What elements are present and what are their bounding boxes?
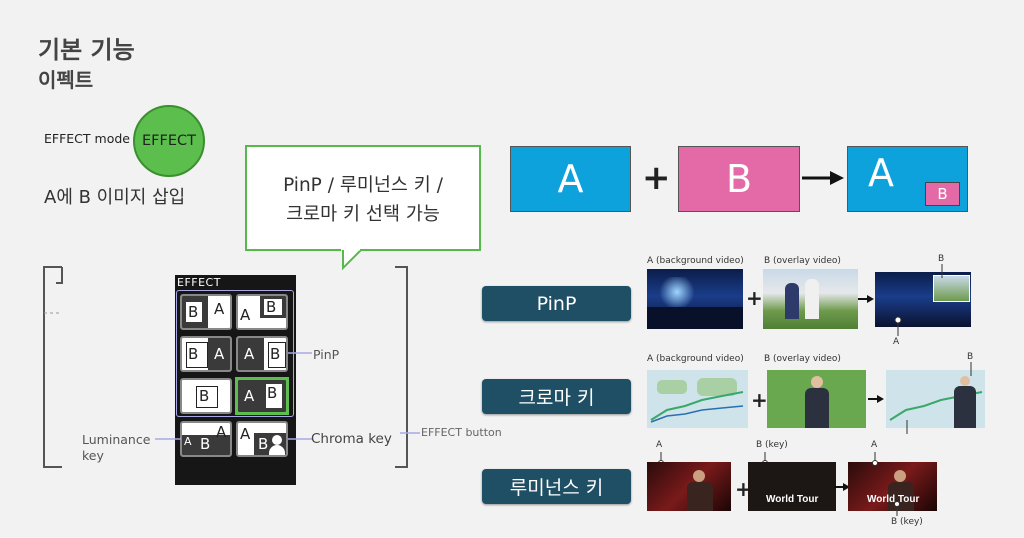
row-label-pinp-text: PinP — [536, 292, 577, 315]
top-box-b: B — [678, 146, 800, 212]
luminance-leader-line — [155, 438, 181, 440]
chroma-caption-a: A (background video) — [647, 354, 744, 364]
chroma-result-a-pointer — [906, 420, 908, 434]
tile-letter: A — [244, 387, 255, 405]
row-label-luminance: 루미넌스 키 — [482, 469, 631, 504]
luminance-key-text: World Tour — [766, 494, 819, 505]
arrow-right-icon — [802, 171, 844, 185]
effect-button-annotation: EFFECT button — [421, 426, 502, 439]
effect-tile-chroma[interactable]: A B — [236, 421, 288, 457]
effect-tile-pinp-2[interactable]: A B — [236, 294, 288, 330]
pinp-caption-b: B (overlay video) — [764, 256, 841, 266]
luminance-background-image — [647, 462, 731, 511]
effect-mode-circle-text: EFFECT — [142, 133, 196, 149]
effect-mode-label: EFFECT mode — [44, 131, 130, 146]
effect-button-leader-line — [400, 432, 420, 434]
pinp-annotation: PinP — [313, 347, 340, 362]
effect-tile-pinp-1[interactable]: B A — [180, 294, 232, 330]
tile-letter: A — [184, 435, 192, 448]
chroma-overlay-greenscreen-image — [767, 370, 866, 428]
luminance-key-annotation: Luminance key — [82, 432, 150, 464]
chroma-caption-b: B (overlay video) — [764, 354, 841, 364]
luminance-key-image: World Tour — [748, 462, 836, 511]
luminance-result-b-label: B (key) — [891, 517, 923, 527]
tile-letter: B — [199, 387, 210, 405]
callout-box: PinP / 루미넌스 키 / 크로마 키 선택 가능 — [245, 145, 481, 251]
effect-mode-circle: EFFECT — [133, 105, 205, 177]
pinp-background-video-image — [647, 269, 743, 329]
row-label-chroma-text: 크로마 키 — [518, 387, 595, 409]
luminance-annotation-line2: key — [82, 448, 104, 463]
pinp-plus: + — [746, 286, 763, 310]
top-box-a: A — [510, 146, 631, 212]
row-label-chroma: 크로마 키 — [482, 379, 631, 414]
right-bracket — [395, 266, 408, 468]
page-title: 기본 기능 — [38, 36, 135, 64]
luminance-result-text: World Tour — [867, 494, 920, 505]
top-result-a-label: A — [868, 151, 894, 195]
tile-letter: A — [216, 423, 227, 441]
tile-letter: B — [258, 435, 269, 453]
top-result-b-label: B — [937, 185, 948, 203]
chroma-result-image — [886, 370, 985, 428]
chroma-plus: + — [751, 388, 768, 412]
luminance-result-b-pointer — [894, 501, 900, 516]
pinp-overlay-video-image — [763, 269, 858, 329]
tile-letter: B — [188, 303, 199, 321]
tile-letter: B — [200, 435, 211, 453]
tile-letter: A — [240, 306, 251, 324]
row-label-luminance-text: 루미넌스 키 — [509, 477, 604, 499]
page-subtitle: 이펙트 — [38, 68, 94, 92]
left-bracket — [43, 266, 63, 468]
tile-letter: B — [267, 384, 278, 402]
luminance-plus: + — [735, 477, 752, 501]
effect-screen-title: EFFECT — [177, 276, 221, 289]
effect-tile-pinp-3[interactable]: B A — [180, 336, 232, 372]
callout-line-1: PinP / 루미넌스 키 / — [283, 175, 443, 196]
top-plus: + — [642, 158, 671, 198]
pinp-result-a-pointer — [894, 316, 902, 336]
chroma-background-map-image — [647, 370, 748, 428]
tile-letter: A — [214, 345, 225, 363]
luminance-caption-b: B (key) — [756, 440, 788, 450]
chroma-leader-line — [288, 438, 312, 440]
top-box-a-label: A — [557, 157, 584, 201]
callout-line-2: 크로마 키 선택 가능 — [286, 204, 440, 225]
tile-letter: A — [214, 300, 225, 318]
tile-letter: A — [240, 425, 251, 443]
row-label-pinp: PinP — [482, 286, 631, 321]
pinp-arrow-icon — [858, 295, 874, 303]
luminance-result-image: World Tour — [848, 462, 937, 511]
tile-letter: B — [270, 345, 281, 363]
selected-tile-highlight — [235, 377, 289, 415]
luminance-result-a-label: A — [871, 440, 878, 450]
pinp-leader-line — [288, 352, 312, 354]
chroma-key-annotation: Chroma key — [311, 431, 392, 447]
effect-tile-pinp-5[interactable]: B — [180, 378, 232, 414]
luminance-annotation-line1: Luminance — [82, 432, 151, 447]
pinp-result-b-label: B — [938, 254, 945, 264]
top-box-b-label: B — [725, 157, 753, 201]
pinp-result-image — [875, 272, 971, 327]
chroma-result-b-label: B — [967, 352, 974, 362]
effect-tile-pinp-6-selected[interactable]: A B — [236, 378, 288, 414]
pinp-result-a-label: A — [893, 337, 900, 347]
luminance-result-a-pointer — [872, 452, 878, 466]
pinp-caption-a: A (background video) — [647, 256, 744, 266]
luminance-arrow-icon — [834, 483, 850, 491]
callout-tail — [341, 248, 362, 270]
chroma-arrow-icon — [868, 395, 884, 403]
chroma-result-b-pointer — [970, 362, 972, 376]
pinp-result-b-pointer — [941, 264, 943, 278]
luminance-caption-a: A — [656, 440, 663, 450]
tile-letter: A — [244, 345, 255, 363]
ab-insert-description: A에 B 이미지 삽입 — [44, 187, 186, 208]
effect-tile-luminance[interactable]: A B A — [180, 421, 232, 457]
effect-tile-pinp-4[interactable]: A B — [236, 336, 288, 372]
tile-letter: B — [188, 345, 199, 363]
top-result-inset-b: B — [925, 182, 960, 206]
tile-letter: B — [266, 298, 277, 316]
